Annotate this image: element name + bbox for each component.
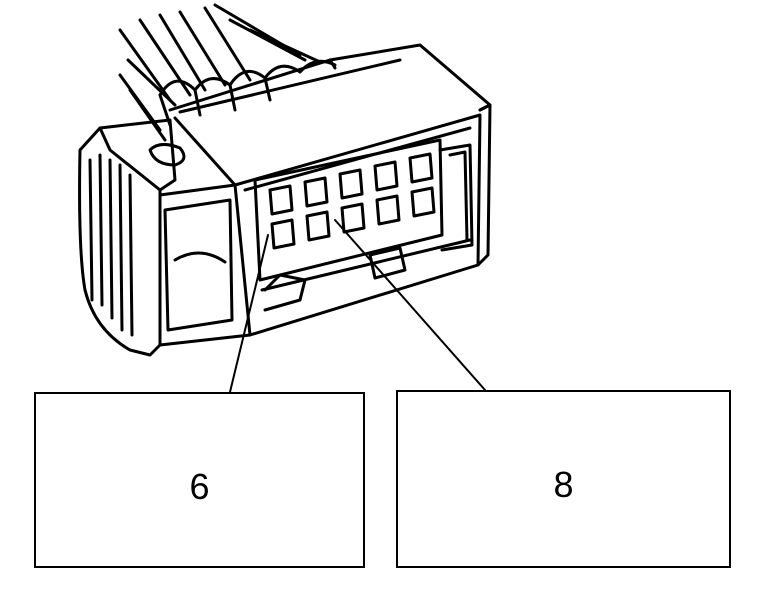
callout-box-pin-8: 8: [396, 390, 731, 568]
wire-seals: [158, 59, 337, 127]
callout-label-6: 6: [189, 466, 210, 507]
callout-label-8: 8: [553, 464, 574, 505]
connector-housing: [78, 43, 492, 357]
leader-line-6: [229, 234, 269, 393]
callout-box-pin-6: 6: [34, 392, 365, 568]
leader-line-8: [334, 219, 486, 391]
